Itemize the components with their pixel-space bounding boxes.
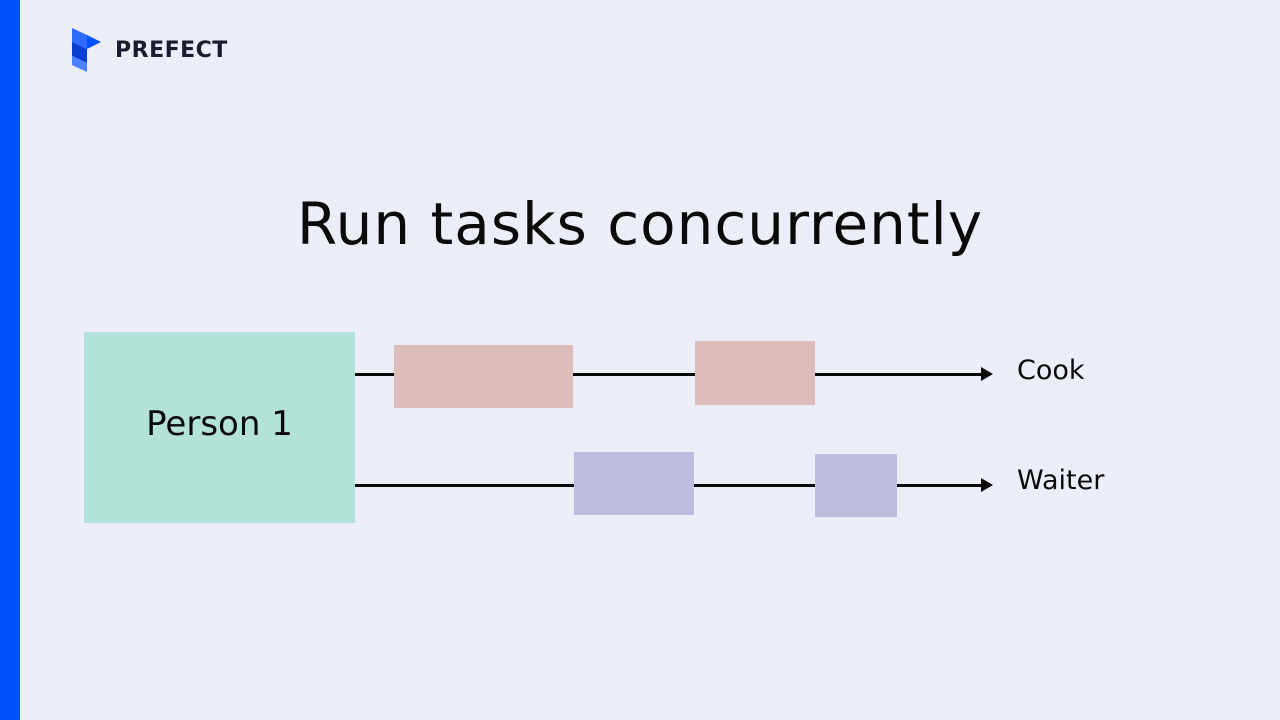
slide-title: Run tasks concurrently [296,190,984,258]
waiter-lane-label: Waiter [1017,465,1105,496]
person-box: Person 1 [84,332,355,523]
cook-timeline [355,373,983,376]
logo-text: PREFECT [115,37,228,63]
cook-lane-label: Cook [1017,355,1085,386]
prefect-logo: PREFECT [72,28,228,72]
person-label: Person 1 [146,403,293,444]
cook-arrow-head-icon [981,367,993,381]
waiter-task-block-2 [815,454,897,517]
prefect-logo-icon [72,28,101,72]
waiter-task-block-1 [574,452,694,515]
waiter-arrow-head-icon [981,478,993,492]
accent-side-bar [0,0,20,720]
cook-task-block-1 [394,345,573,408]
cook-task-block-2 [695,341,815,405]
